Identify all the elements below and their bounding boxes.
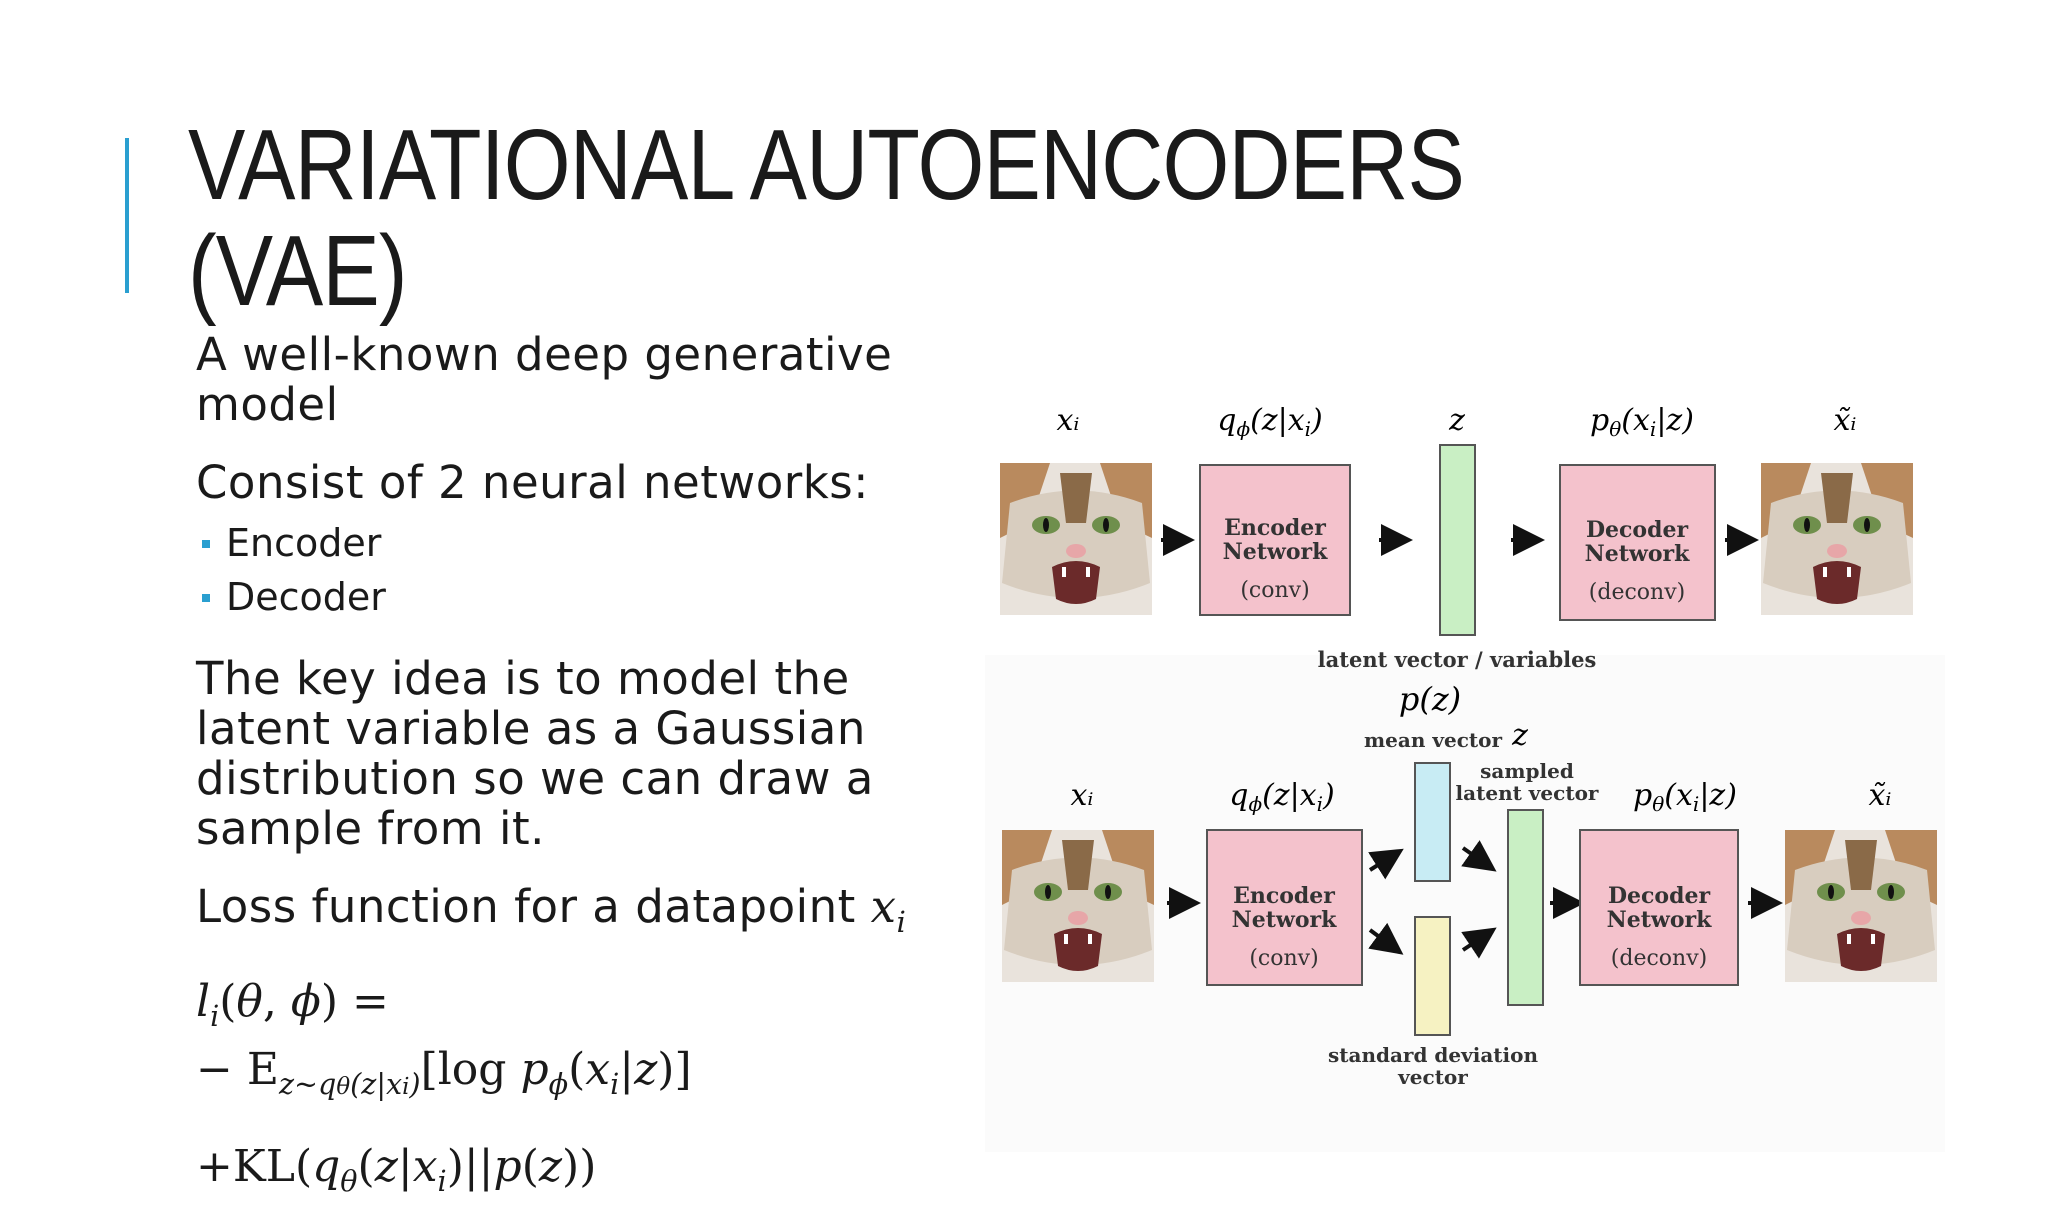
bottom-output-image	[1785, 830, 1937, 982]
bottom-output-label: x̃ᵢ	[1869, 778, 1892, 813]
key-idea-text: The key idea is to model the latent vari…	[196, 652, 874, 855]
bullet-encoder: Encoder	[196, 516, 956, 570]
sampled-latent-box	[1507, 809, 1544, 1006]
intro-text: A well-known deep generative model	[196, 328, 893, 431]
networks-heading: Consist of 2 neural networks:	[196, 456, 869, 509]
bottom-encoder-dist: qϕ(z|xi)	[1229, 778, 1335, 816]
top-latent-box	[1439, 444, 1476, 636]
bottom-input-label: xᵢ	[1071, 778, 1094, 813]
slide-content: A well-known deep generative model Consi…	[196, 330, 956, 1208]
top-encoder-dist: qϕ(z|xi)	[1217, 403, 1323, 441]
loss-var-sub: i	[896, 905, 907, 940]
bottom-decoder-dist: pθ(xi|z)	[1633, 778, 1737, 816]
loss-formula-line2: − Ez~qθ(z|xi)[log pϕ(xi|z)]	[196, 1044, 692, 1102]
loss-heading-text: Loss function for a datapoint	[196, 880, 856, 933]
top-encoder-box	[1199, 464, 1351, 616]
bullet-decoder: Decoder	[196, 570, 956, 624]
top-latent-label: z	[1448, 403, 1465, 438]
top-output-label: x̃ᵢ	[1834, 403, 1857, 438]
bottom-encoder-box	[1206, 829, 1363, 986]
std-vector-box	[1414, 916, 1451, 1036]
prior-label: p(z)	[1399, 680, 1461, 718]
mean-vector-box	[1414, 762, 1451, 882]
loss-formula-line1: li(θ, ϕ) =	[196, 976, 389, 1034]
bottom-input-image	[1002, 830, 1154, 982]
mean-caption: mean vector	[1364, 728, 1502, 752]
title-accent-bar	[125, 138, 129, 293]
top-output-image	[1761, 463, 1913, 615]
bottom-z-label: z	[1511, 718, 1528, 753]
bottom-decoder-box	[1579, 829, 1739, 986]
networks-list: Encoder Decoder	[196, 516, 956, 624]
loss-var: x	[870, 880, 897, 933]
loss-heading: Loss function for a datapoint xi	[196, 882, 956, 947]
top-input-image	[1000, 463, 1152, 615]
bottom-arrow-to-std	[1368, 922, 1404, 955]
mean-to-sample-arrow	[1461, 840, 1497, 872]
bottom-arrow-to-mean	[1368, 848, 1404, 880]
top-input-label: xᵢ	[1057, 403, 1080, 438]
loss-formula-line3: +KL(qθ(z|xi)||p(z))	[196, 1141, 597, 1199]
top-decoder-dist: pθ(xi|z)	[1590, 403, 1694, 441]
top-decoder-box	[1559, 464, 1716, 621]
slide-title: VARIATIONAL AUTOENCODERS (VAE)	[188, 109, 1465, 327]
std-to-sample-arrow	[1461, 927, 1497, 959]
latent-caption: latent vector / variables	[1318, 647, 1597, 672]
